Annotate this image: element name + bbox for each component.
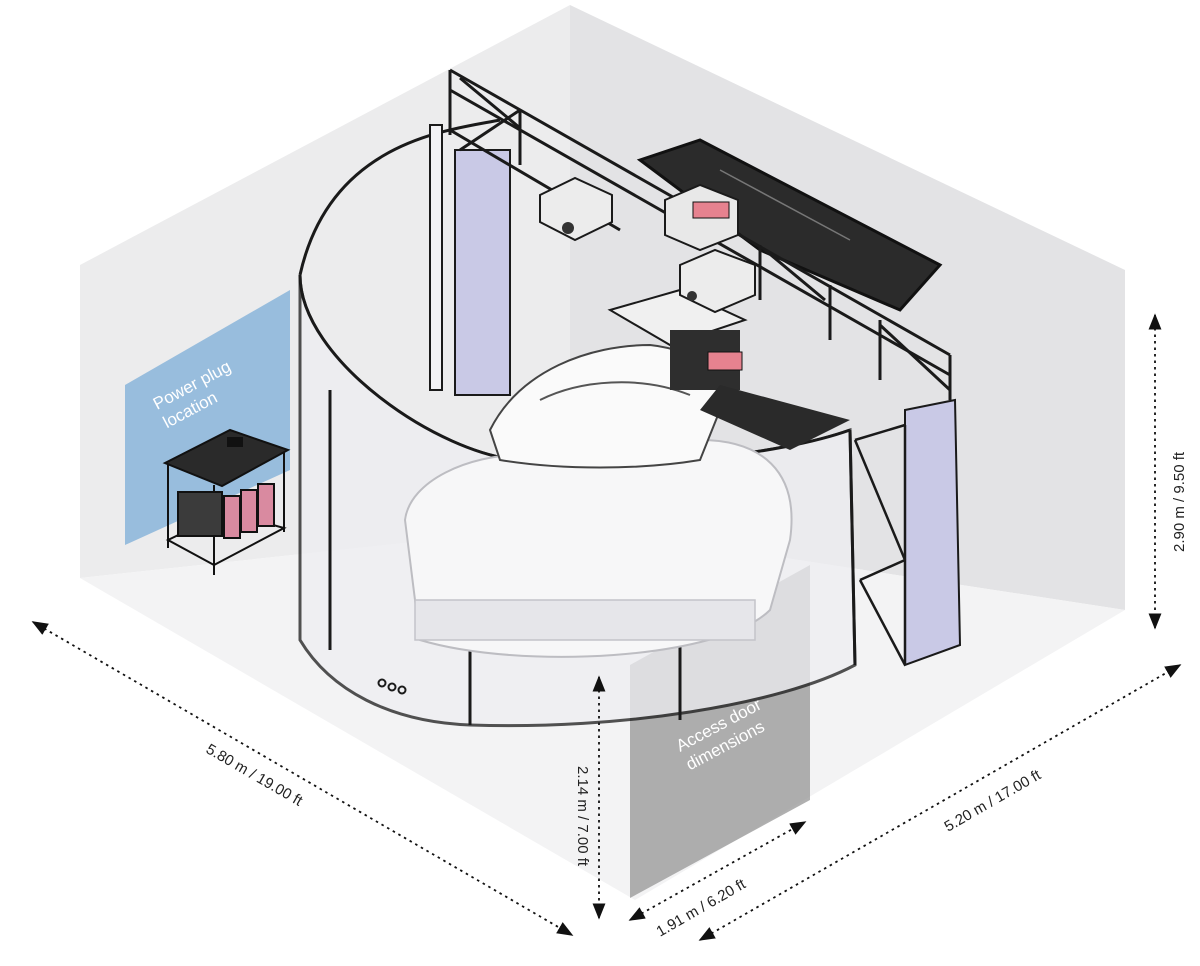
right-side-panel [904,398,962,667]
right-truss [853,423,907,666]
computer-box [177,491,223,537]
room-height-label: 2.90 m / 9.50 ft [1171,451,1188,552]
cart-device [227,437,243,447]
cockpit-base [414,599,756,641]
back-door-panel [454,149,511,396]
door-height-label: 2.14 m / 7.00 ft [574,766,591,867]
battery-unit-2 [240,489,258,533]
cart-top [162,428,291,488]
room-length-label: 5.80 m / 19.00 ft [203,741,306,810]
door-width-label: 1.91 m / 6.20 ft [654,875,750,940]
battery-unit-3 [257,483,275,527]
battery-unit-1 [223,495,241,539]
flight-simulator [298,68,962,728]
projector-3 [679,248,756,314]
desk-red-module [707,351,743,371]
projector-2 [664,183,739,252]
door-width-line [628,821,807,921]
screen-top-edge [298,118,501,276]
power-plug-area [125,290,290,545]
dimension-lines [31,313,1182,941]
equipment-cart [162,428,291,575]
room-width-label: 5.20 m / 17.00 ft [942,766,1045,835]
projector-1 [539,176,613,242]
power-plug-zone: Power plug location [125,290,290,545]
